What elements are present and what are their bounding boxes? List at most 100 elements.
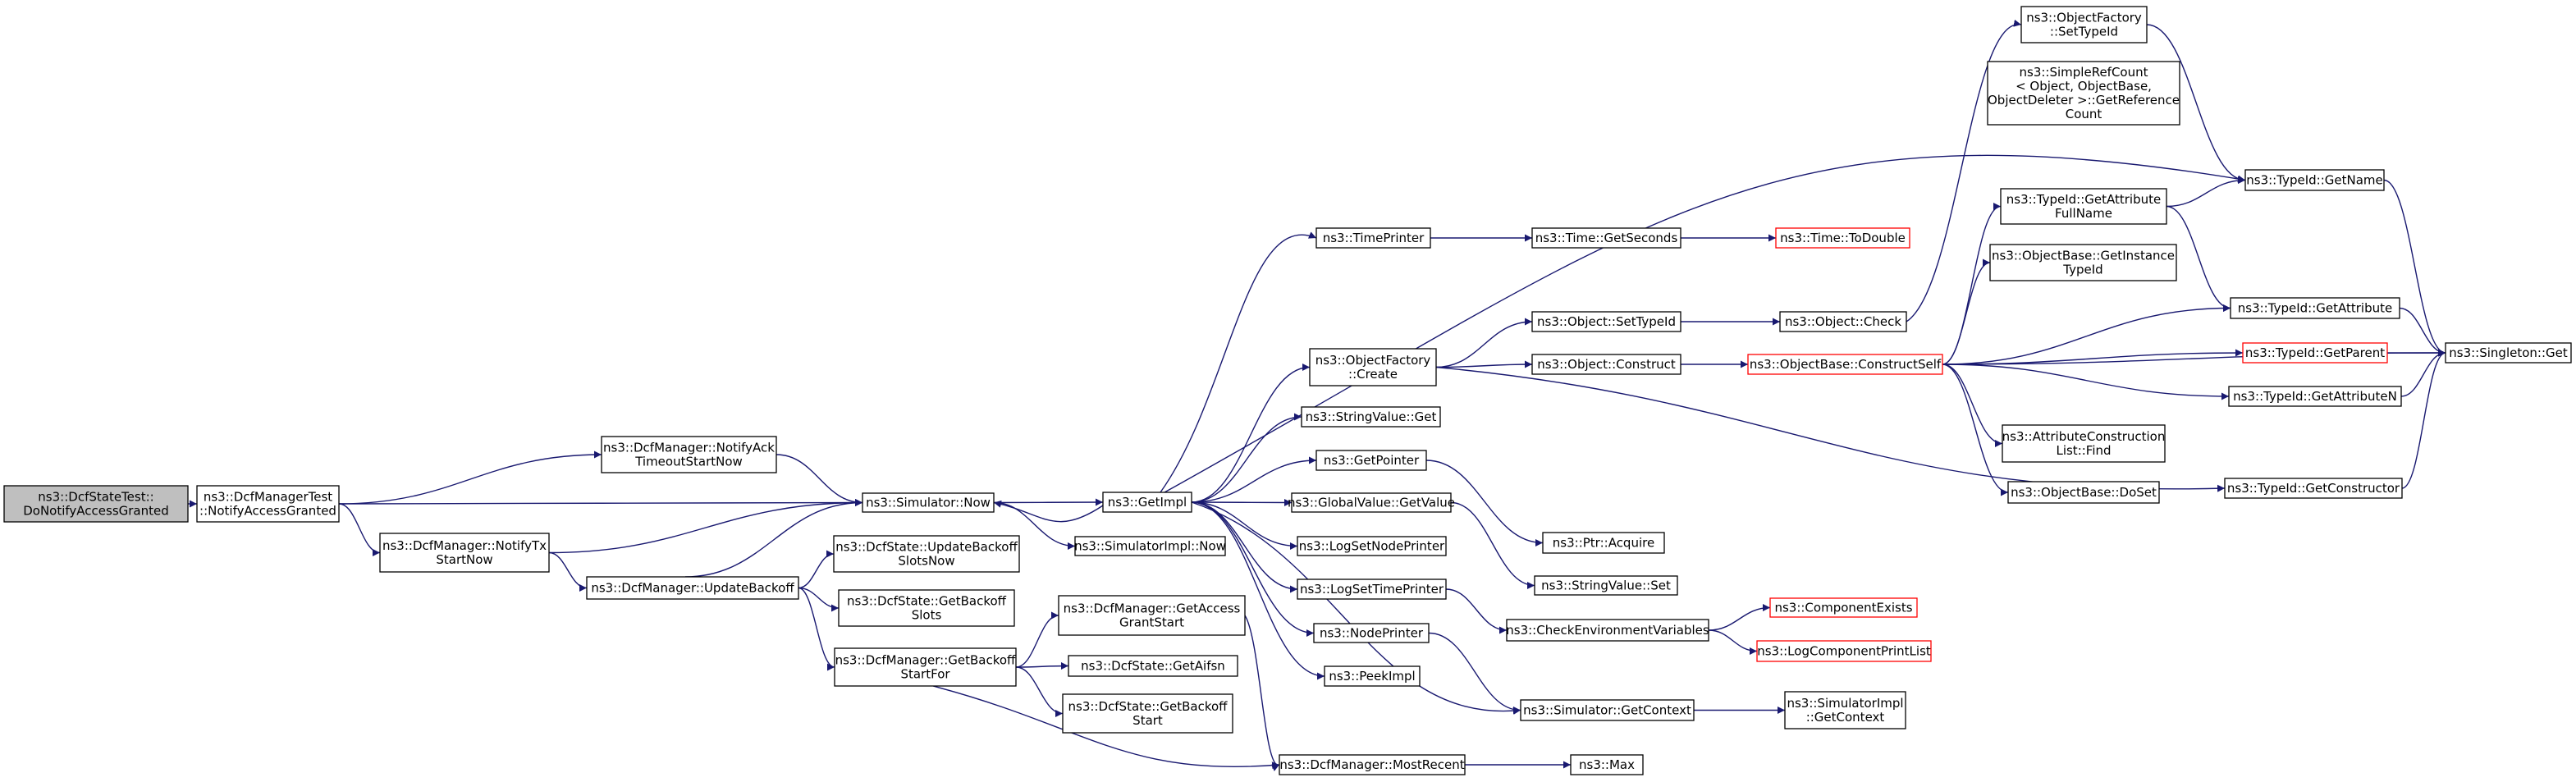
node-box [1542,532,1665,554]
node-dotest[interactable]: ns3::DcfStateTest::DoNotifyAccessGranted [3,485,189,523]
node-mgrtest[interactable]: ns3::DcfManagerTest::NotifyAccessGranted [196,485,340,523]
edge-notifyack-to-simnow [776,454,863,506]
node-label-line: StartNow [436,552,492,567]
node-box [2007,481,2160,504]
node-checkenv[interactable]: ns3::CheckEnvironmentVariables [1506,619,1709,642]
node-box [1297,578,1447,600]
node-label-line: ns3::DcfManagerTest [204,489,332,504]
node-label-line: ns3::StringValue::Set [1541,578,1671,592]
node-logcomplist[interactable]: ns3::LogComponentPrintList [1756,640,1932,662]
node-label-line: ns3::TypeId::GetAttributeN [2233,389,2397,404]
node-getpointer[interactable]: ns3::GetPointer [1315,450,1427,471]
edge-simnow-to-simimplnow [993,501,1076,550]
node-stringvalueset[interactable]: ns3::StringValue::Set [1534,575,1678,596]
node-label-line: ns3::AttributeConstruction [2002,429,2166,444]
node-label-line: GrantStart [1119,615,1184,629]
node-label-line: StartFor [900,666,950,681]
node-objbasedoset[interactable]: ns3::ObjectBase::DoSet [2007,481,2160,504]
node-box [2020,6,2148,43]
node-peekimpl[interactable]: ns3::PeekImpl [1324,665,1421,687]
node-label-line: ::NotifyAccessGranted [199,503,336,518]
node-label-line: ns3::DcfManager::NotifyTx [382,538,547,553]
edge-getbackoffstartfor-to-getbackoffstart [1015,666,1064,717]
node-label-line: ns3::DcfManager::NotifyAck [603,440,775,455]
node-box [1074,536,1226,556]
node-box [838,589,1015,627]
node-singletonget[interactable]: ns3::Singleton::Get [2445,342,2572,364]
edge-logsettime-to-checkenv [1445,588,1508,634]
node-simplerefcount[interactable]: ns3::SimpleRefCount< Object, ObjectBase,… [1987,61,2180,126]
node-label-line: ::SetTypeId [2050,24,2118,39]
edge-constructself-to-getattributen [1942,364,2230,400]
node-getparent[interactable]: ns3::TypeId::GetParent [2242,342,2388,364]
node-todouble[interactable]: ns3::Time::ToDouble [1775,227,1910,249]
node-simimplnow[interactable]: ns3::SimulatorImpl::Now [1074,536,1226,556]
node-label-line: ns3::StringValue::Get [1306,409,1437,424]
node-timeprinter[interactable]: ns3::TimePrinter [1315,227,1431,249]
node-simimplgetcontext[interactable]: ns3::SimulatorImpl::GetContext [1784,691,1906,729]
node-box [1297,536,1447,556]
node-box [1313,623,1430,643]
edge-updatebackoff-to-getbackoffslots [798,587,840,612]
node-box [833,535,1020,573]
edge-ofcreate-to-objsettypeid [1435,318,1533,368]
node-ofsettypeid[interactable]: ns3::ObjectFactory::SetTypeId [2020,6,2148,43]
node-objsettypeid[interactable]: ns3::Object::SetTypeId [1531,311,1681,332]
node-getconstructor[interactable]: ns3::TypeId::GetConstructor [2224,478,2403,499]
edge-constructself-to-getattrfullname [1942,203,2002,365]
node-label-line: ns3::Object::SetTypeId [1537,314,1676,329]
node-componentexists[interactable]: ns3::ComponentExists [1769,597,1918,618]
node-label-line: ns3::Time::ToDouble [1780,231,1906,245]
node-max[interactable]: ns3::Max [1570,754,1644,775]
node-ptracquire[interactable]: ns3::Ptr::Acquire [1542,532,1665,554]
node-globalvalue[interactable]: ns3::GlobalValue::GetValue [1288,492,1455,513]
node-label-line: ns3::DcfManager::GetAccess [1064,601,1241,615]
node-logsettime[interactable]: ns3::LogSetTimePrinter [1297,578,1447,600]
node-label-line: ns3::CheckEnvironmentVariables [1506,623,1709,638]
node-box [1520,699,1695,721]
node-label-line: ns3::SimulatorImpl::Now [1074,538,1226,553]
node-label-line: ns3::DcfState::GetBackoff [1068,699,1229,714]
node-objcheck[interactable]: ns3::Object::Check [1779,311,1907,332]
node-timegetseconds[interactable]: ns3::Time::GetSeconds [1531,227,1681,249]
node-box [2002,424,2166,463]
node-typeidgetname[interactable]: ns3::TypeId::GetName [2244,169,2385,191]
node-updatebackoff[interactable]: ns3::DcfManager::UpdateBackoff [586,576,799,600]
node-box [1062,693,1233,734]
node-getaifsn[interactable]: ns3::DcfState::GetAifsn [1068,655,1238,677]
node-label-line: Slots [912,607,942,622]
node-stringvalueget[interactable]: ns3::StringValue::Get [1301,406,1441,428]
node-logsetnode[interactable]: ns3::LogSetNodePrinter [1297,536,1447,556]
node-objconstruct[interactable]: ns3::Object::Construct [1531,354,1681,375]
node-label-line: ns3::DcfManager::GetBackoff [835,652,1016,667]
node-label-line: ns3::Max [1579,757,1635,772]
node-notifyack[interactable]: ns3::DcfManager::NotifyAckTimeoutStartNo… [601,436,777,473]
node-simgetcontext[interactable]: ns3::Simulator::GetContext [1520,699,1695,721]
node-nodeprinter[interactable]: ns3::NodePrinter [1313,623,1430,643]
node-getattributen[interactable]: ns3::TypeId::GetAttributeN [2228,386,2402,407]
node-label-line: ns3::GetImpl [1108,495,1187,510]
node-getattribute[interactable]: ns3::TypeId::GetAttribute [2230,297,2400,319]
node-label-line: ns3::ObjectBase::GetInstance [1992,248,2175,263]
node-constructself[interactable]: ns3::ObjectBase::ConstructSelf [1747,354,1943,375]
edge-getattribute-to-singletonget [2399,307,2446,357]
edge-getbackoffstartfor-to-getaccessgrant [1015,611,1059,668]
node-label-line: ns3::DcfState::GetAifsn [1081,658,1225,673]
node-getimpl[interactable]: ns3::GetImpl [1102,492,1192,513]
node-simnow[interactable]: ns3::Simulator::Now [862,492,995,513]
node-box [1531,227,1681,249]
edge-constructself-to-getinstancetypeid [1942,258,1991,365]
node-label-line: TimeoutStartNow [634,454,743,469]
edge-notifytx-to-updatebackoff [548,551,588,592]
node-ofcreate[interactable]: ns3::ObjectFactory::Create [1309,348,1437,386]
node-mostrecent[interactable]: ns3::DcfManager::MostRecent [1279,754,1466,775]
